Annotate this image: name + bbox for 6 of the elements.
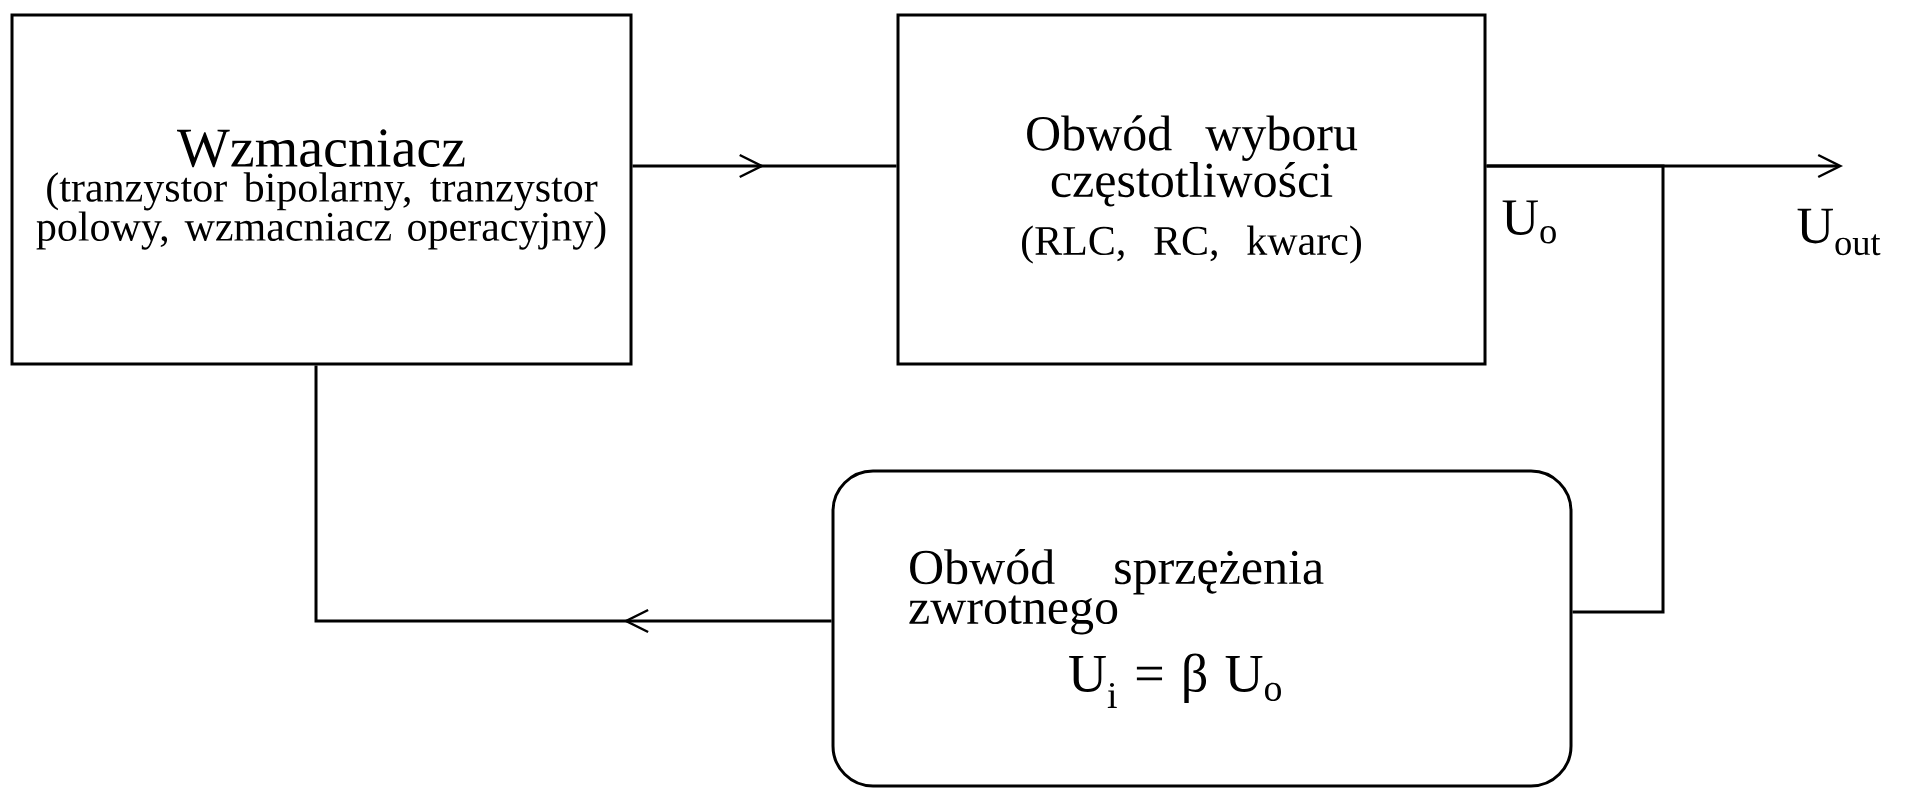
- rounded-box: Obwód sprzężenia zwrotnego U$_{i}$ = β U$_{o}$: [831, 469, 1573, 788]
- signal-label: U$_{o}$: [1502, 200, 1556, 244]
- signal-label: U$_{out}$: [1797, 208, 1881, 256]
- process-box: Wzmacniacz (tranzystor bipolarny, tranzystor polowy, wzmacniacz operacyjny): [10, 13, 633, 366]
- connector-line: [1486, 164, 1665, 614]
- process-box: Obwód wyboru częstotliwości (RLC, RC, kwarc): [896, 13, 1487, 366]
